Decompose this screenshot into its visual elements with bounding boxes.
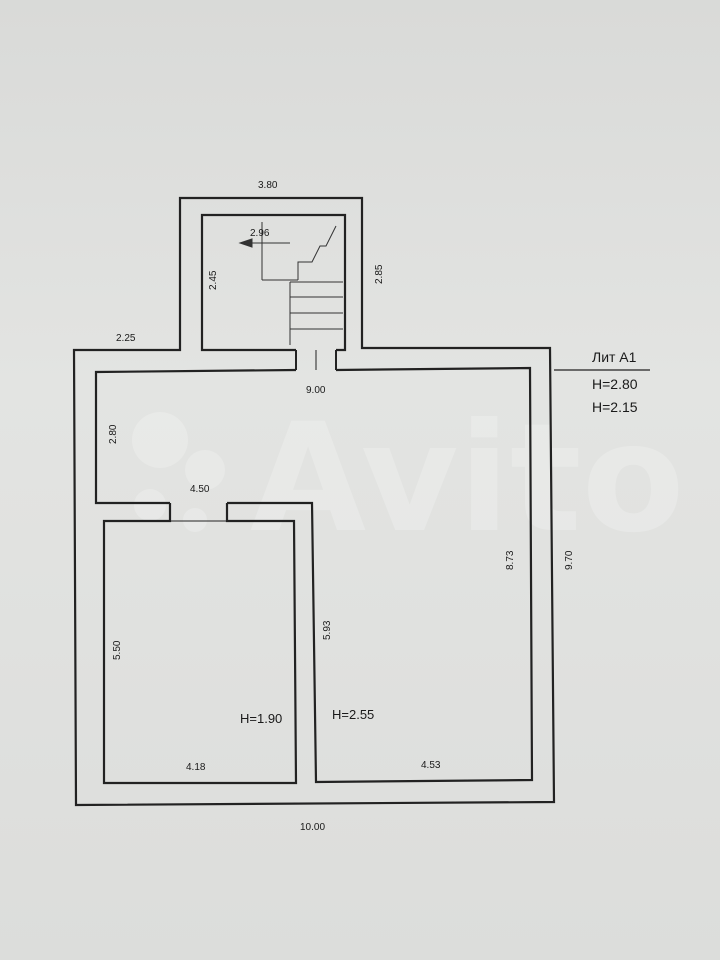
dim-left-offset: 2.25 (116, 333, 136, 344)
main-inner-wall-right (227, 366, 534, 784)
dim-right-room-width: 4.53 (421, 760, 441, 771)
staircase (238, 222, 343, 345)
dim-partition: 4.50 (190, 484, 210, 495)
dim-stair-height-left: 2.45 (208, 270, 219, 290)
stair-inner-wall (200, 213, 347, 352)
height-left-room: H=1.90 (240, 711, 282, 726)
lit-height-2: H=2.15 (592, 399, 638, 415)
dim-right-inner: 8.73 (505, 550, 516, 570)
dim-corridor-height: 5.93 (322, 620, 333, 640)
dim-stair-label: 2.96 (250, 228, 270, 239)
dim-top-width: 3.80 (258, 180, 278, 191)
left-room-wall (102, 503, 298, 785)
dim-main-width: 9.00 (306, 385, 326, 396)
height-right-room: H=2.55 (332, 707, 374, 722)
dim-left-room-width: 4.18 (186, 762, 206, 773)
avito-watermark: Avito (132, 392, 685, 566)
lit-height-1: H=2.80 (592, 376, 638, 392)
dim-bottom-width: 10.00 (300, 822, 325, 833)
watermark-text: Avito (250, 392, 685, 566)
lit-name: Лит А1 (592, 349, 637, 365)
dim-left-room-height: 5.50 (112, 640, 123, 660)
main-inner-wall (94, 368, 297, 505)
dim-right-outer: 9.70 (564, 550, 575, 570)
outer-wall (72, 196, 556, 807)
dim-upper-left: 2.80 (108, 424, 119, 444)
dim-stair-height-right: 2.85 (374, 264, 385, 284)
